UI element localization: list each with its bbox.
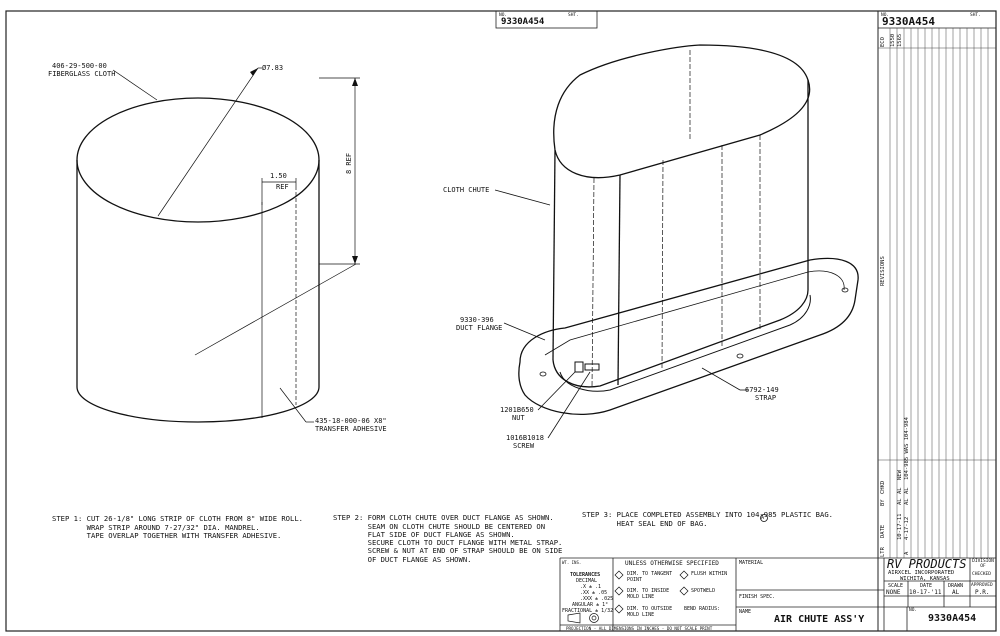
rev-by-2: AL [897, 498, 903, 505]
eco-label: ECO [880, 37, 886, 47]
drawn-label: DRAWN [948, 583, 964, 589]
nut-part-number: 1201B650 [500, 406, 534, 414]
cylinder-drawing [76, 67, 360, 423]
top-no-label: NO. [499, 13, 508, 18]
projection-note: PROJECTION - ALL DIMENSIONS IN INCHES - … [566, 626, 713, 631]
symbol-icons [614, 570, 689, 614]
dim-tangent: DIM. TO TANGENT POINT [627, 571, 673, 583]
chute-drawing [494, 44, 859, 522]
diameter-dimension: Ø7.83 [262, 64, 284, 72]
rev-date: 4-17-12 [904, 516, 910, 540]
screw-name: SCREW [513, 442, 535, 450]
wt-label: WT. INS. [562, 560, 582, 565]
rev-by: AL [904, 498, 910, 505]
corner-sheet-label: SHT. [970, 13, 981, 18]
eco-value-2: 1565 [897, 33, 903, 47]
corner-drawing-number: 9330A454 [882, 15, 935, 28]
angular-tol: ANGULAR ± 1° [572, 602, 609, 608]
drawn-value: AL [952, 589, 960, 596]
scale-label: SCALE [888, 583, 904, 589]
rev-desc-2: NEW [897, 470, 903, 480]
rev-chkd: AL [904, 487, 910, 494]
material-label: MATERIAL [739, 560, 764, 566]
approved-label: APPROVED [971, 583, 993, 588]
tol-x: .X ± .1 [580, 584, 602, 590]
strap-name: STRAP [755, 394, 777, 402]
revisions-header: REVISIONS [880, 256, 886, 286]
bend-radius: BEND RADIUS: [684, 606, 721, 612]
nut-name: NUT [512, 414, 525, 422]
screw-part-number: 1016B1018 [506, 434, 544, 442]
date-label: DATE [920, 583, 933, 589]
company-2: AIRXCEL INCORPORATED [888, 570, 955, 576]
eco-value-1: 1550 [890, 33, 896, 47]
flush-within: FLUSH WITHIN [691, 571, 728, 577]
cloth-chute-label: CLOTH CHUTE [443, 186, 490, 194]
company-city: WICHITA, KANSAS [900, 576, 950, 582]
step-1: STEP 1: CUT 26-1/8" LONG STRIP OF CLOTH … [52, 514, 303, 540]
dim-outside: DIM. TO OUTSIDE MOLD LINE [627, 606, 673, 618]
dim-inside: DIM. TO INSIDE MOLD LINE [627, 588, 670, 600]
adhesive-part-number: 435-18-000-06 x8" [315, 417, 387, 425]
adhesive-name: TRANSFER ADHESIVE [315, 425, 387, 433]
date-value: 10-17-'11 [909, 589, 942, 596]
rev-ltr: A [904, 551, 910, 555]
decimal-label: DECIMAL [576, 578, 598, 584]
tol-xx: .XX ± .05 [580, 590, 608, 596]
chute-top-opening [553, 44, 811, 179]
company-name: RV PRODUCTS [887, 557, 967, 571]
approved-value: P.R. [975, 589, 990, 596]
overlap-dimension: 1.50 [270, 172, 287, 180]
cloth-name: FIBERGLASS CLOTH [48, 70, 116, 78]
finish-label: FINISH SPEC. [739, 594, 776, 600]
scale-value: NONE [886, 589, 901, 596]
screw-shape [584, 363, 600, 371]
tolerances-label: TOLERANCES [570, 572, 601, 578]
corner-no-label: NO. [881, 13, 890, 18]
checked-label: CHECKED [972, 572, 991, 577]
rev-chkd-2: AL [897, 487, 903, 494]
rev-date-2: 10-17-11 [897, 513, 903, 541]
by-label: BY [880, 499, 886, 506]
projection-symbol-icon [567, 612, 599, 624]
drawing-name: AIR CHUTE ASS'Y [774, 614, 865, 625]
no-label: NO. [909, 608, 918, 613]
fractional-tol: FRACTIONAL ± 1/32 [562, 608, 614, 614]
date-label: DATE [880, 524, 886, 538]
flange-part-number: 9330-396 [460, 316, 494, 324]
name-label: NAME [739, 609, 752, 615]
unless-specified: UNLESS OTHERWISE SPECIFIED [625, 560, 719, 567]
flange-name: DUCT FLANGE [456, 324, 503, 332]
cloth-part-number: 406-29-500-00 [52, 62, 107, 70]
rev-desc: 104-985 WAS 104-984 [904, 417, 910, 480]
overlap-ref: REF [276, 183, 289, 191]
nut-shape [574, 361, 584, 373]
spotweld: SPOTWELD [691, 588, 716, 594]
marker-a: A [761, 515, 765, 521]
top-sheet-label: SHT. [568, 13, 579, 18]
chkd-label: CHKD [880, 480, 886, 494]
step-3: STEP 3: PLACE COMPLETED ASSEMBLY INTO 10… [582, 510, 833, 528]
ltr-label: LTR [880, 547, 886, 557]
title-block-drawing-number: 9330A454 [928, 613, 977, 624]
top-drawing-number: 9330A454 [501, 17, 545, 27]
strap-part-number: 6792-149 [745, 386, 779, 394]
tol-xxx: .XXX ± .025 [580, 596, 614, 602]
division-label: DIVISION OF [972, 559, 994, 569]
step-2: STEP 2: FORM CLOTH CHUTE OVER DUCT FLANG… [333, 513, 563, 564]
duct-flange [518, 257, 859, 416]
cylinder-bottom-arc [76, 386, 320, 423]
